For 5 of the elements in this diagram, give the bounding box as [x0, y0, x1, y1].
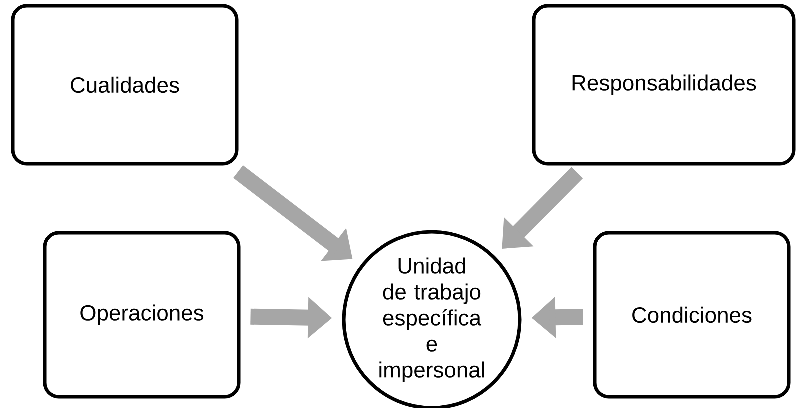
block-arrow — [502, 167, 584, 249]
rounded-box: Cualidades — [11, 4, 239, 166]
rounded-box: Operaciones — [43, 231, 241, 399]
rounded-box: Condiciones — [593, 231, 791, 399]
rounded-box: Responsabilidades — [532, 4, 796, 166]
